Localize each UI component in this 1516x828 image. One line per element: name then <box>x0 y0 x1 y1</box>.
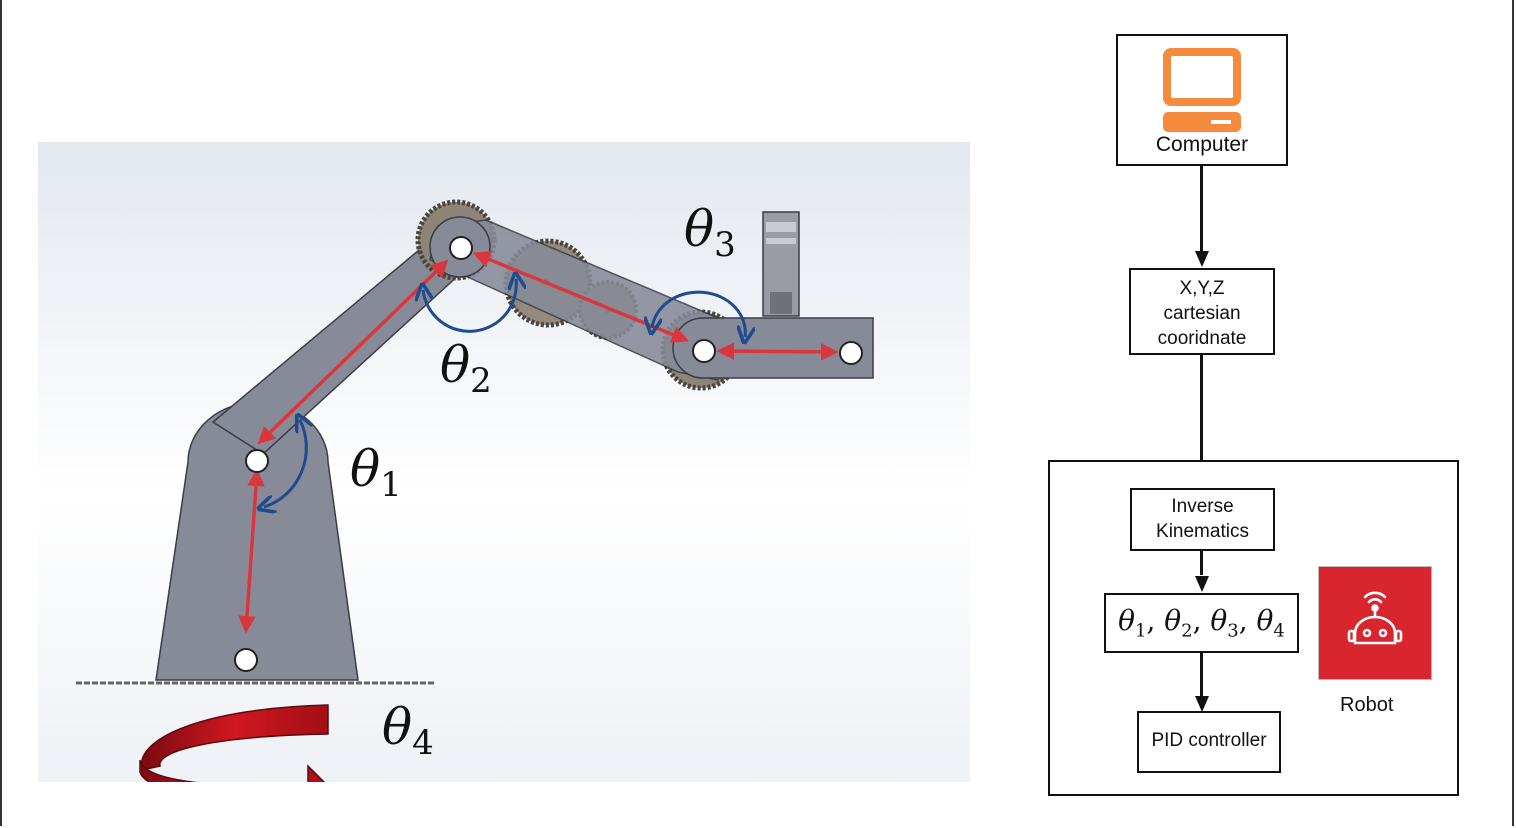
angle-arcs <box>264 279 745 507</box>
arrow-line-4 <box>1200 653 1203 697</box>
theta3-subscript: 3 <box>714 225 736 265</box>
theta3-label: θ3 <box>684 204 736 262</box>
theta2-label: θ2 <box>440 340 492 398</box>
theta1-label: θ1 <box>350 444 402 502</box>
arrow-head-4 <box>1195 696 1209 712</box>
angle-1-subscript: 1 <box>1135 620 1147 642</box>
theta4-symbol: θ <box>382 698 413 756</box>
theta3-symbol: θ <box>684 200 715 258</box>
cartesian-line-1: X,Y,Z <box>1179 278 1225 299</box>
angle-3-symbol: θ <box>1210 604 1228 637</box>
robot-arm-illustration: θ3 θ2 θ1 θ4 <box>38 142 970 782</box>
theta4-label: θ4 <box>382 702 434 760</box>
theta1-subscript: 1 <box>380 465 402 505</box>
robot-label: Robot <box>1340 694 1394 716</box>
cartesian-box: X,Y,Z cartesian cooridnate <box>1129 268 1275 355</box>
joint-angles-box: θ1, θ2, θ3, θ4 <box>1104 593 1299 653</box>
cartesian-line-3: cooridnate <box>1157 328 1247 349</box>
angle-2-subscript: 2 <box>1181 620 1193 642</box>
angle-4-symbol: θ <box>1256 604 1274 637</box>
robot-icon <box>1347 591 1403 645</box>
computer-label: Computer <box>1155 133 1249 156</box>
ik-line-1: Inverse <box>1171 496 1234 517</box>
theta2-subscript: 2 <box>470 361 492 401</box>
pid-controller-box: PID controller <box>1137 711 1281 773</box>
angle-1-symbol: θ <box>1118 604 1136 637</box>
arrow-line-3 <box>1200 551 1203 575</box>
theta2-symbol: θ <box>440 336 471 394</box>
inverse-kinematics-box: Inverse Kinematics <box>1130 488 1275 551</box>
angle-2-symbol: θ <box>1164 604 1182 637</box>
theta1-symbol: θ <box>350 440 381 498</box>
robot-tile <box>1318 566 1432 680</box>
computer-box: Computer <box>1116 34 1288 166</box>
joint-markers <box>234 236 863 672</box>
rotation-arrow-icon <box>139 704 329 782</box>
arrow-head-3 <box>1195 576 1209 592</box>
arrow-line-1 <box>1200 166 1203 256</box>
ik-line-2: Kinematics <box>1156 521 1249 542</box>
computer-icon <box>1163 48 1241 132</box>
theta4-subscript: 4 <box>412 723 434 763</box>
gripper-icon <box>762 211 800 317</box>
angle-3-subscript: 3 <box>1227 620 1239 642</box>
cartesian-line-2: cartesian <box>1163 303 1241 324</box>
robot-arm-svg <box>38 142 970 782</box>
arrow-line-2 <box>1200 355 1203 473</box>
pid-label: PID controller <box>1151 730 1267 751</box>
angle-4-subscript: 4 <box>1273 620 1285 642</box>
arrow-head-1 <box>1195 251 1209 267</box>
